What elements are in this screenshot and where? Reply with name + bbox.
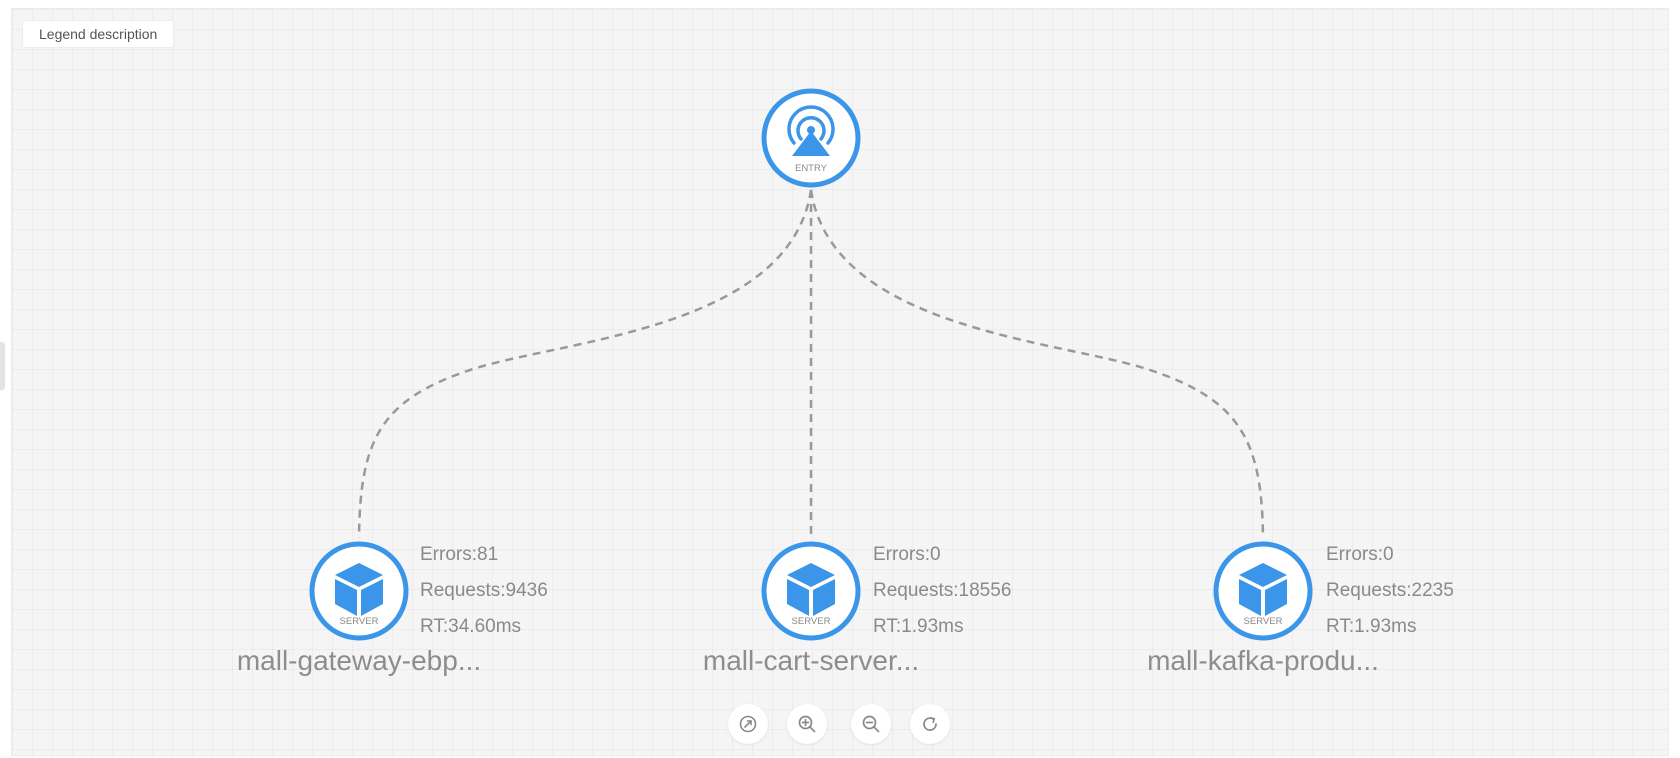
edge-entry-to-kafka [809, 189, 1265, 539]
server-metrics-kafka: Errors:0 Requests:2235 RT:1.93ms [1326, 537, 1454, 645]
errors-count: Errors:0 [1326, 544, 1394, 565]
zoom-out-button[interactable] [851, 704, 891, 744]
server-name-gateway[interactable]: mall-gateway-ebp... [236, 645, 482, 676]
response-time: RT:34.60ms [420, 616, 522, 637]
errors-count: Errors:81 [420, 544, 499, 565]
requests-count: Requests:9436 [420, 580, 548, 601]
server-badge: SERVER [1244, 616, 1283, 627]
entry-signal-icon [787, 105, 835, 145]
server-node-kafka[interactable]: SERVER [1213, 541, 1313, 641]
response-time: RT:1.93ms [873, 616, 964, 637]
refresh-button[interactable] [910, 704, 950, 744]
server-badge: SERVER [792, 616, 831, 627]
refresh-icon [923, 716, 937, 731]
requests-count: Requests:2235 [1326, 580, 1454, 601]
errors-count: Errors:0 [873, 544, 941, 565]
zoom-out-icon [862, 715, 880, 733]
fit-view-button[interactable] [728, 704, 768, 744]
server-cube-icon [335, 563, 383, 616]
edge-entry-to-gateway [357, 189, 813, 539]
response-time: RT:1.93ms [1326, 616, 1417, 637]
server-metrics-gateway: Errors:81 Requests:9436 RT:34.60ms [420, 537, 548, 645]
sidebar-collapse-handle[interactable] [0, 342, 5, 390]
fit-view-icon [739, 715, 757, 733]
server-cube-icon [1239, 563, 1287, 616]
server-node-gateway[interactable]: SERVER [309, 541, 409, 641]
entry-badge: ENTRY [795, 163, 828, 174]
server-badge: SERVER [340, 616, 379, 627]
entry-node[interactable]: ENTRY [761, 88, 861, 188]
zoom-in-button[interactable] [787, 704, 827, 744]
zoom-in-icon [798, 715, 816, 733]
server-name-cart[interactable]: mall-cart-server... [702, 645, 920, 676]
server-cube-icon [787, 563, 835, 616]
requests-count: Requests:18556 [873, 580, 1012, 601]
server-metrics-cart: Errors:0 Requests:18556 RT:1.93ms [873, 537, 1011, 645]
server-node-cart[interactable]: SERVER [761, 541, 861, 641]
server-name-kafka[interactable]: mall-kafka-produ... [1147, 645, 1379, 676]
legend-description-button[interactable]: Legend description [22, 20, 175, 48]
